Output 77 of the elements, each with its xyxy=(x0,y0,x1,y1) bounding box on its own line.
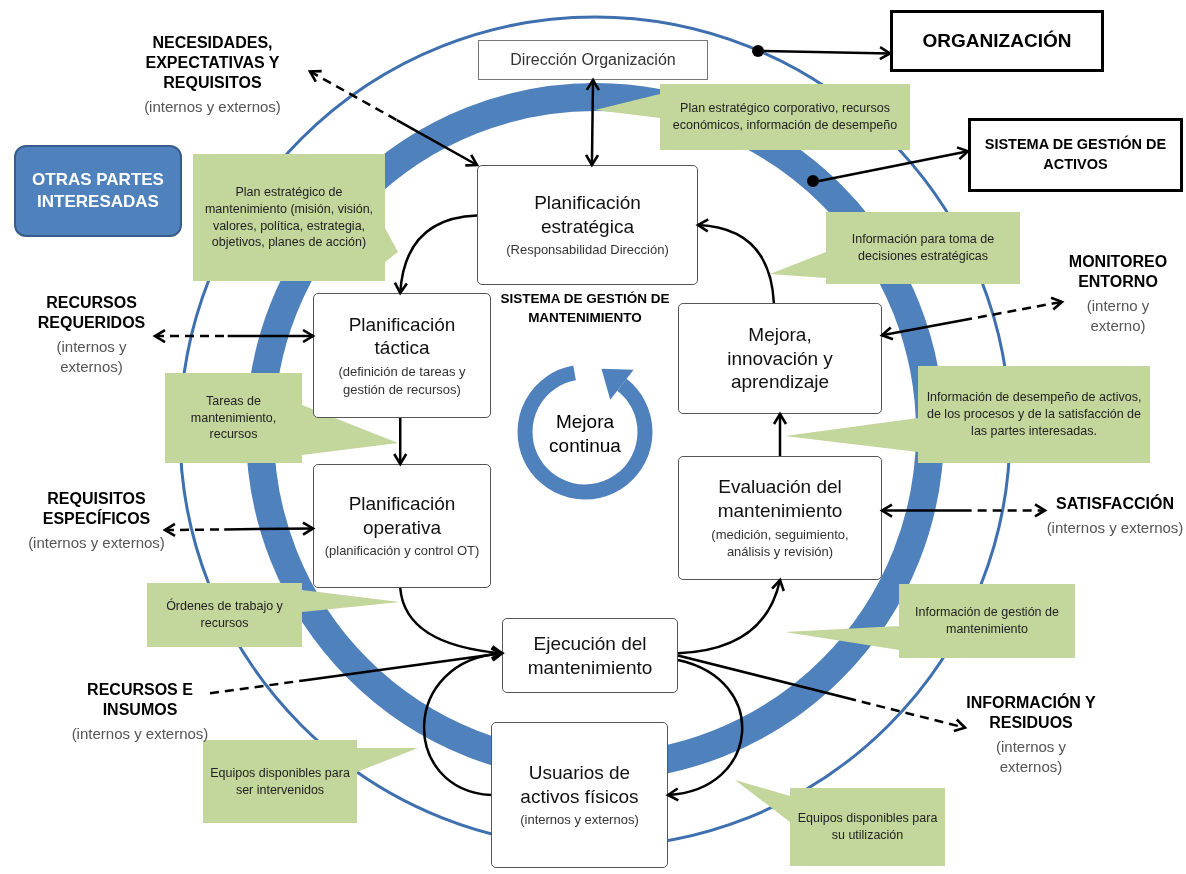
callout-box xyxy=(770,212,1020,284)
box-label: ORGANIZACIÓN xyxy=(922,29,1072,54)
leader-arrow xyxy=(818,146,970,183)
process-box xyxy=(491,722,668,868)
double-arrow xyxy=(880,503,1047,518)
callout-box xyxy=(203,740,418,823)
stakeholder-heading: INFORMACIÓN Y RESIDUOS xyxy=(965,692,1097,733)
stakeholder-heading: NECESIDADES, EXPECTATIVAS Y REQUISITOS xyxy=(144,32,281,93)
stakeholder-heading: RECURSOS REQUERIDOS xyxy=(36,292,147,333)
callout-text: Información para toma de decisiones estratégicas xyxy=(850,231,996,265)
process-title: Planificación estratégica xyxy=(533,190,642,239)
callout-box xyxy=(595,84,910,150)
stakeholder-note: (internos y externos) xyxy=(144,96,281,117)
stakeholder-note: (internos y externos) xyxy=(55,336,128,377)
stakeholder-note: (internos y externos) xyxy=(28,533,165,554)
stakeholder-heading: MONITOREO ENTORNO xyxy=(1067,251,1169,292)
process-note: (internos y externos) xyxy=(520,811,639,829)
process-note: (definición de tareas y gestión de recursos) xyxy=(337,363,467,399)
arrow xyxy=(772,412,788,456)
process-box xyxy=(313,464,491,588)
arrow xyxy=(666,658,744,801)
stakeholder-heading: REQUISITOS ESPECÍFICOS xyxy=(41,489,152,530)
stakeholder-heading: RECURSOS E INSUMOS xyxy=(86,679,194,720)
double-arrow xyxy=(153,328,315,344)
arrow xyxy=(209,647,504,695)
process-box xyxy=(678,456,882,580)
process-title: Ejecución del mantenimiento xyxy=(526,631,654,680)
stakeholder-heading: SATISFACCIÓN xyxy=(1056,493,1174,514)
double-arrow xyxy=(880,296,1064,341)
callout-box xyxy=(193,154,398,281)
callout-text: Información de gestión de mantenimiento xyxy=(914,604,1060,638)
arrow xyxy=(696,218,776,304)
callout-text: Órdenes de trabajo y recursos xyxy=(165,597,284,632)
cycle-label: Mejora continua xyxy=(548,410,622,458)
callout-text: Plan estratégico corporativo, recursos económicos, información de desempeño xyxy=(671,100,899,134)
process-note: (Responsabilidad Dirección) xyxy=(506,241,669,259)
arrow xyxy=(422,647,504,797)
callout-text: Equipos disponibles para su utilización xyxy=(796,810,939,844)
arrow xyxy=(394,214,478,295)
system-box xyxy=(890,10,1104,72)
process-box xyxy=(678,303,882,414)
callout-box xyxy=(785,584,1075,658)
system-box xyxy=(968,118,1183,192)
callout-text: Tareas de mantenimiento, recursos xyxy=(189,392,278,444)
box-label: SISTEMA DE GESTIÓN DE ACTIVOS xyxy=(983,135,1168,174)
process-box xyxy=(477,165,698,285)
process-title: Planificación operativa xyxy=(347,491,457,540)
double-arrow xyxy=(584,78,601,167)
management-box xyxy=(478,40,708,80)
stakeholder-note: (internos y externos) xyxy=(1046,517,1184,538)
stakeholder-note: (interno y externo) xyxy=(1085,295,1151,336)
process-note: (planificación y control OT) xyxy=(324,542,480,560)
double-arrow xyxy=(163,521,315,538)
group-label: OTRAS PARTES INTERESADAS xyxy=(31,168,165,213)
callout-text: Plan estratégico de mantenimiento (misión, visión, valores, política, estrategia, objetivos, planes de acción) xyxy=(203,183,375,252)
process-note: (medición, seguimiento, análisis y revisión) xyxy=(710,525,850,561)
double-arrow xyxy=(308,69,479,167)
callout-text: Equipos disponibles para ser intervenidos xyxy=(209,764,351,799)
process-title: Planificación táctica xyxy=(347,312,457,361)
stakeholder-box xyxy=(14,145,182,237)
process-title: Usuarios de activos físicos xyxy=(519,760,640,809)
dot-marker xyxy=(752,45,764,57)
system-title: SISTEMA DE GESTIÓN DE MANTENIMIENTO xyxy=(500,290,670,327)
process-title: Mejora, innovación y aprendizaje xyxy=(726,322,834,395)
box-label: Dirección Organización xyxy=(510,51,676,69)
stakeholder-note: (internos y externos) xyxy=(995,736,1067,777)
leader-arrow xyxy=(763,45,892,61)
stakeholder-note: (internos y externos) xyxy=(71,723,209,744)
process-box xyxy=(313,293,491,418)
process-box xyxy=(502,618,678,693)
arrow xyxy=(392,418,408,466)
arrow xyxy=(399,587,504,660)
arrow xyxy=(677,654,967,733)
callout-box xyxy=(735,780,945,866)
arrow xyxy=(677,578,785,655)
callout-text: Información de desempeño de activos, de los procesos y de la satisfacción de las partes interesadas. xyxy=(925,389,1143,440)
process-title: Evaluación del mantenimiento xyxy=(716,475,844,523)
